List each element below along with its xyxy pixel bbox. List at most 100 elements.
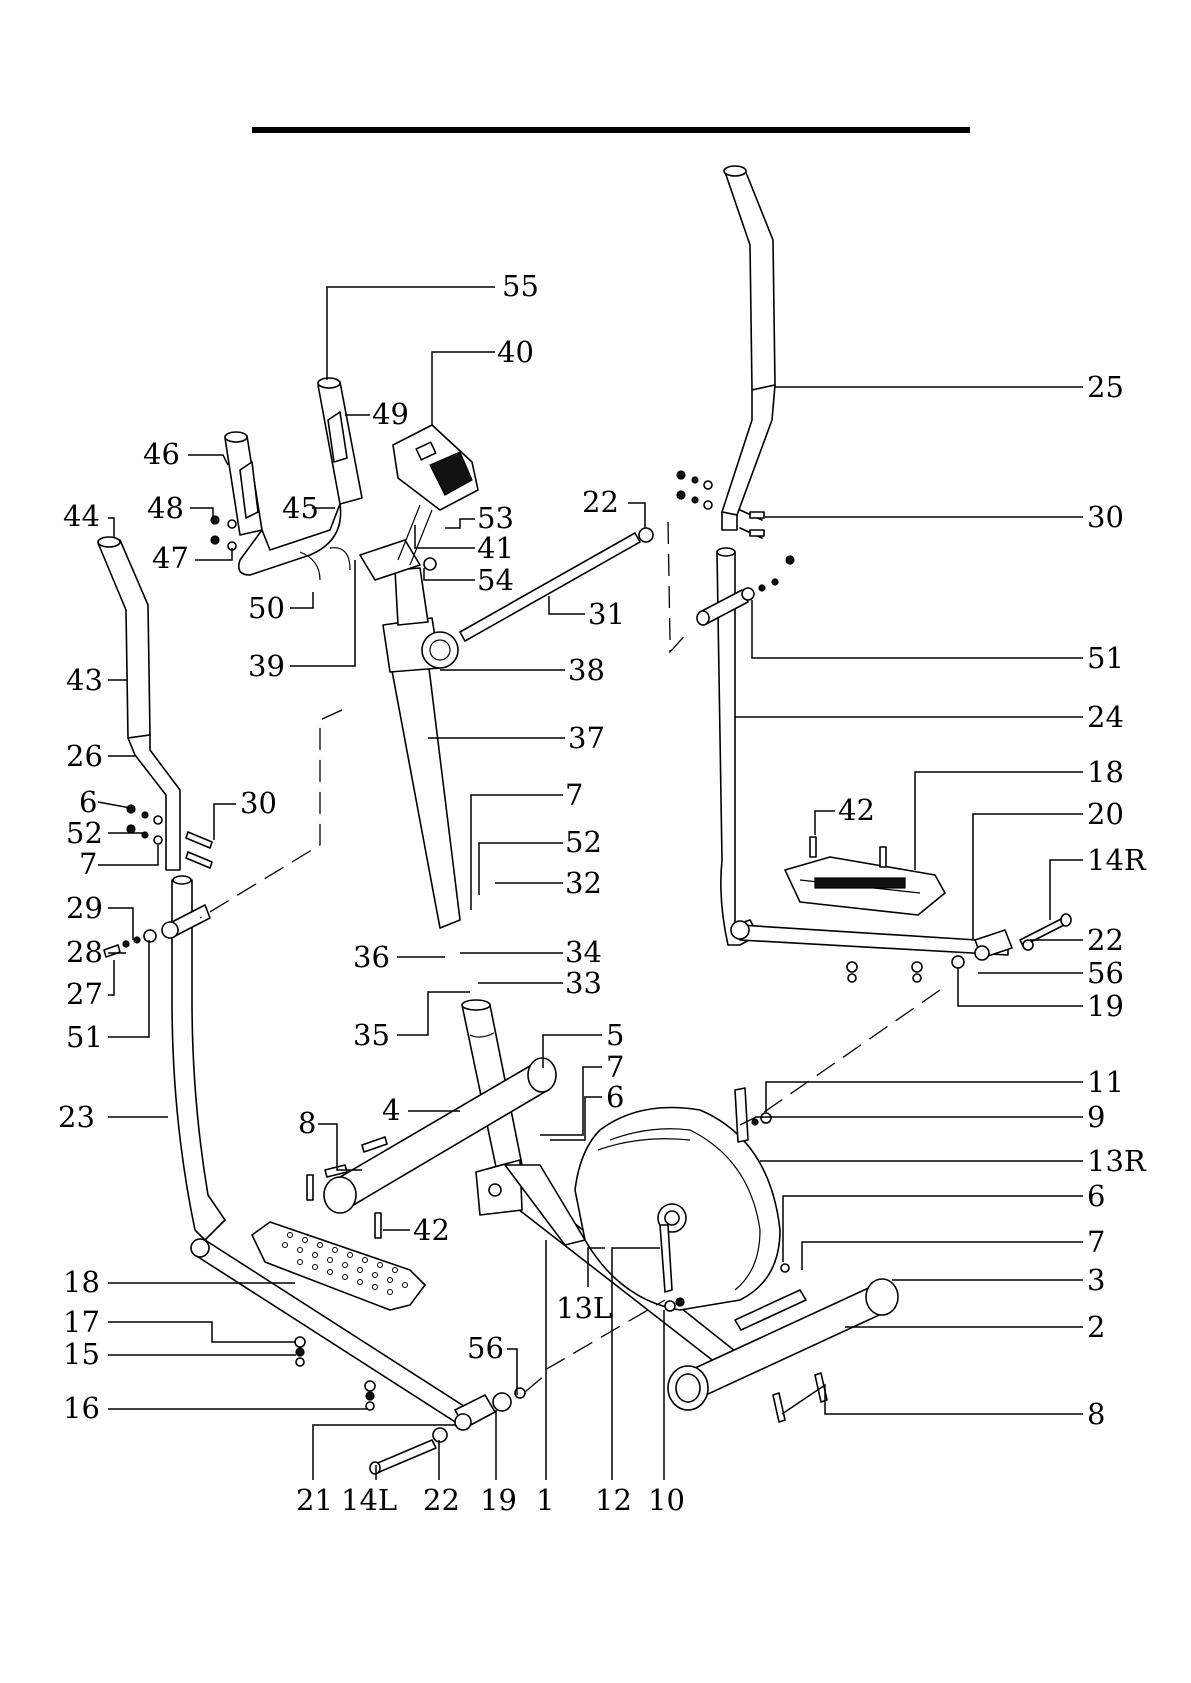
callout-label-52: 52 [66,816,103,850]
callout-label-51: 51 [66,1020,103,1054]
callout-leader-6 [97,801,132,809]
callout-leader-14R [1049,859,1083,920]
callout-leader-31 [548,596,585,615]
callout-label-24: 24 [1087,700,1124,734]
left-pedal [251,1174,426,1411]
callout-label-6: 6 [79,785,97,819]
callout-leader-17 [108,1321,296,1343]
callout-label-6: 6 [1087,1179,1105,1213]
callout-leader-48 [190,507,214,518]
callout-leader-29 [108,907,134,940]
callout-label-22: 22 [1087,923,1124,957]
callout-label-16: 16 [63,1391,100,1425]
left-bolts-30 [126,804,213,869]
callout-leader-50 [290,592,314,609]
callout-leader-46 [188,454,229,466]
callout-label-28: 28 [66,935,103,969]
callout-label-30: 30 [240,786,277,820]
callout-label-23: 23 [58,1100,95,1134]
callout-leaders [97,286,1083,1480]
crank-rod [459,527,654,642]
callout-label-48: 48 [147,491,184,525]
callout-label-3: 3 [1087,1263,1105,1297]
callout-leader-27 [108,960,115,996]
callout-leader-41 [414,525,475,549]
left-lower-arm [103,875,226,1241]
callout-leader-20 [972,813,1083,940]
callout-leader-53 [445,518,475,529]
callout-label-17: 17 [63,1305,100,1339]
callout-label-43: 43 [66,663,103,697]
callout-label-2: 2 [1087,1310,1105,1344]
callout-leader-6 [782,1195,1083,1262]
callout-label-37: 37 [568,721,605,755]
flywheel-housing [574,1087,781,1312]
callout-leader-7 [98,845,159,866]
right-upper-handlebar [721,165,776,531]
callout-label-12: 12 [595,1483,632,1517]
callout-leader-44 [108,517,115,537]
callout-label-31: 31 [588,597,625,631]
main-post [359,539,461,929]
callout-label-42: 42 [838,793,875,827]
callout-label-18: 18 [1087,755,1124,789]
callout-leader-39 [290,560,356,667]
right-pedal-rail [730,913,1072,969]
callout-label-50: 50 [248,591,285,625]
callout-leader-42 [814,810,835,835]
left-upper-handlebar [97,536,181,871]
callout-label-10: 10 [648,1483,685,1517]
callout-label-11: 11 [1087,1065,1124,1099]
callout-leader-12 [611,1247,660,1480]
callout-label-49: 49 [372,397,409,431]
callout-label-39: 39 [248,649,285,683]
callout-label-47: 47 [152,541,189,575]
callout-label-36: 36 [353,940,390,974]
callout-leader-5 [542,1034,602,1068]
callout-leader-8 [318,1123,362,1171]
callout-leader-7 [801,1241,1083,1270]
callout-leader-54 [423,568,475,581]
callout-label-7: 7 [565,778,583,812]
callout-label-21: 21 [296,1483,333,1517]
callout-label-27: 27 [66,977,103,1011]
callout-label-40: 40 [497,335,534,369]
callout-label-45: 45 [282,491,319,525]
callout-label-44: 44 [63,499,100,533]
callout-label-53: 53 [477,501,514,535]
callout-leader-52 [478,842,563,895]
callout-label-7: 7 [606,1050,624,1084]
callout-label-14R: 14R [1087,843,1147,877]
callout-label-56: 56 [1087,956,1124,990]
console [392,424,479,566]
callout-leader-56 [507,1348,518,1395]
assembly-line-right [667,521,691,654]
callout-label-7: 7 [79,847,97,881]
callout-label-1: 1 [536,1483,554,1517]
callout-label-25: 25 [1087,370,1124,404]
callout-label-38: 38 [568,653,605,687]
callout-label-41: 41 [477,531,514,565]
callout-label-56: 56 [467,1331,504,1365]
callout-label-55: 55 [502,269,539,303]
callout-label-8: 8 [298,1106,316,1140]
callout-label-9: 9 [1087,1100,1105,1134]
handlebar-grips [224,377,363,576]
callout-label-51: 51 [1087,641,1124,675]
right-pedal [784,836,946,983]
callout-leader-21 [312,1424,455,1480]
callout-label-46: 46 [143,437,180,471]
callout-leader-7 [470,794,563,910]
callout-leader-47 [195,548,233,561]
callout-label-18: 18 [63,1265,100,1299]
callout-leader-13L [587,1247,605,1287]
callout-label-34: 34 [565,935,602,969]
callout-label-14L: 14L [341,1483,397,1517]
callout-label-30: 30 [1087,500,1124,534]
callout-leader-22 [628,502,646,528]
callout-label-5: 5 [606,1018,624,1052]
callout-label-32: 32 [565,866,602,900]
callout-label-22: 22 [423,1483,460,1517]
